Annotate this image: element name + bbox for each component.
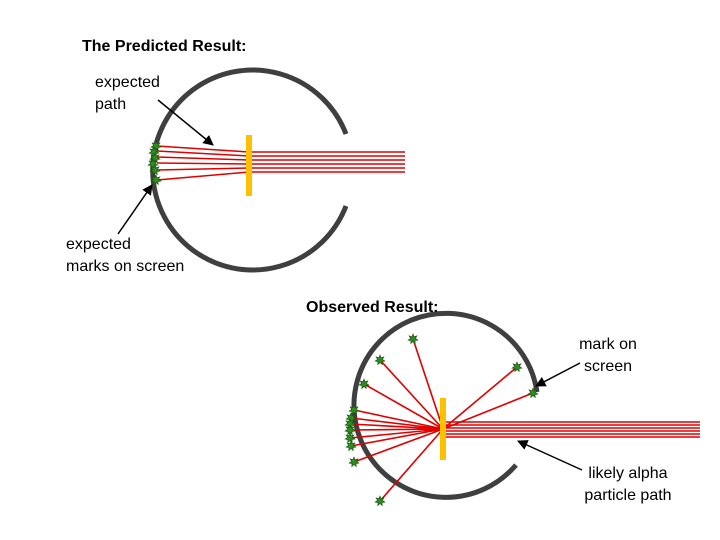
screen-mark	[358, 378, 370, 390]
scattered-beam	[350, 417, 444, 430]
annotation-arrows	[117, 99, 583, 471]
predicted-screen-marks	[147, 140, 162, 186]
screen-mark	[527, 387, 539, 399]
screen-mark	[149, 152, 161, 164]
mark-on-screen-label: mark on screen	[568, 334, 648, 378]
screen-mark	[150, 140, 162, 152]
observed-fluorescent-screen	[351, 310, 540, 500]
predicted-alpha-beams	[156, 145, 405, 181]
alpha-beam	[156, 156, 250, 161]
scattered-beam	[363, 383, 444, 430]
screen-mark	[150, 174, 162, 186]
scattered-beam	[442, 366, 518, 430]
mark-on-screen-line1: mark on	[579, 336, 637, 353]
screen-mark	[348, 404, 360, 416]
scattered-beam	[353, 409, 444, 430]
likely-path-arrow	[517, 440, 583, 471]
expected-marks-line2: marks on screen	[66, 258, 185, 275]
expected-path-label: expected path	[95, 72, 160, 116]
screen-mark	[148, 146, 160, 158]
screen-mark	[345, 412, 357, 424]
observed-alpha-beams	[349, 338, 700, 502]
expected-marks-label: expected marks on screen	[66, 234, 184, 278]
alpha-beam	[156, 167, 250, 171]
scattered-beam	[442, 392, 534, 430]
predicted-gold-foil	[246, 135, 252, 196]
alpha-beam	[156, 145, 250, 153]
scattered-beam	[349, 428, 444, 439]
screen-mark	[344, 432, 356, 444]
expected-path-line2: path	[95, 96, 127, 113]
scattered-beam	[353, 428, 444, 463]
scattered-beam	[412, 338, 444, 430]
scattered-beam	[349, 428, 444, 431]
screen-mark	[511, 361, 523, 373]
alpha-beam	[156, 150, 250, 157]
screen-mark	[345, 440, 357, 452]
expected-path-line1: expected	[95, 74, 160, 91]
predicted-title: The Predicted Result:	[82, 38, 247, 55]
screen-mark	[147, 158, 159, 170]
mark-on-screen-line2: screen	[583, 358, 633, 375]
scattered-beam	[379, 428, 444, 502]
scattered-beam	[349, 423, 444, 430]
alpha-beam	[156, 162, 250, 165]
scattered-beam	[350, 428, 444, 447]
expected-marks-line1: expected	[66, 236, 131, 253]
screen-mark	[348, 456, 360, 468]
screen-mark	[374, 495, 386, 507]
screen-mark	[374, 354, 386, 366]
observed-gold-foil	[440, 398, 446, 460]
likely-path-line1: likely alpha	[588, 465, 668, 482]
alpha-beam	[156, 171, 250, 181]
mark-on-screen-arrow	[535, 362, 581, 387]
expected-path-arrow	[157, 99, 214, 146]
observed-screen-marks	[344, 333, 539, 507]
scattered-beam	[379, 359, 444, 430]
likely-path-label: likely alpha particle path	[570, 463, 686, 507]
observed-title: Observed Result:	[306, 299, 439, 316]
screen-mark	[407, 333, 419, 345]
likely-path-line2: particle path	[584, 487, 672, 504]
expected-marks-arrow	[117, 184, 153, 235]
screen-mark	[149, 164, 161, 176]
